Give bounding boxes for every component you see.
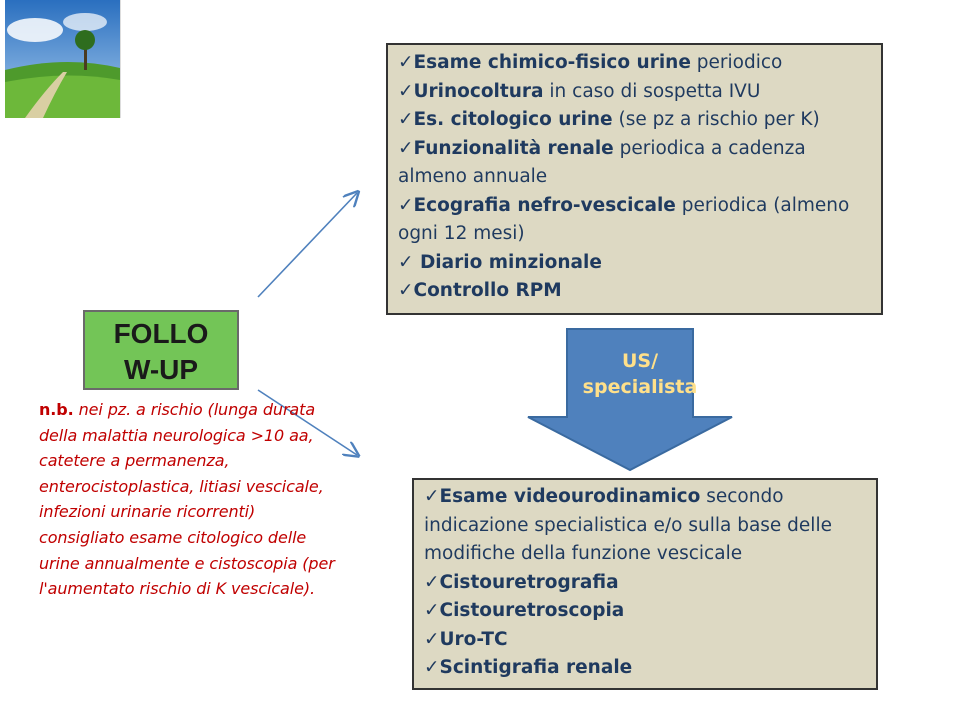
item-detail: periodico xyxy=(690,52,783,73)
check-icon: ✓ xyxy=(424,628,440,650)
item-detail: periodica (almeno ogni 12 mesi) xyxy=(398,194,850,245)
check-icon: ✓ xyxy=(424,657,440,678)
arrow-label-line2: specialista xyxy=(582,376,698,398)
check-icon: ✓ xyxy=(398,109,414,130)
checklist-item: ✓ Diario minzionale xyxy=(398,249,873,278)
item-title: Ecografia nefro-vescicale xyxy=(413,194,676,216)
checklist-item: ✓Urinocoltura in caso di sospetta IVU xyxy=(398,78,873,107)
check-icon: ✓ xyxy=(398,194,414,216)
arrow-label: US/ specialista xyxy=(560,348,720,400)
item-title: Esame videourodinamico xyxy=(439,486,701,507)
checklist-item: ✓Controllo RPM xyxy=(398,277,873,306)
check-icon: ✓ xyxy=(424,600,440,621)
checklist-item: ✓Cistouretroscopia xyxy=(424,597,868,626)
arrow-to-bottom-box xyxy=(257,389,357,455)
item-detail: in caso di sospetta IVU xyxy=(543,80,761,102)
arrow-label-line1: US/ xyxy=(621,350,659,372)
item-title: Cistouretroscopia xyxy=(439,600,625,621)
risk-note: n.b. nei pz. a rischio (lunga durata del… xyxy=(39,397,339,602)
check-icon: ✓ xyxy=(398,251,420,273)
checklist-item: ✓Cistouretrografia xyxy=(424,569,868,598)
check-icon: ✓ xyxy=(424,571,440,593)
follow-up-label: FOLLOW-UP xyxy=(113,318,209,385)
check-icon: ✓ xyxy=(424,486,440,507)
landscape-photo xyxy=(5,0,121,118)
item-title: Scintigrafia renale xyxy=(439,657,633,678)
checklist-item: ✓Scintigrafia renale xyxy=(424,654,868,683)
down-arrow xyxy=(527,328,733,472)
follow-up-box: FOLLOW-UP xyxy=(83,310,239,390)
item-title: Cistouretrografia xyxy=(439,571,619,593)
item-detail: (se pz a rischio per K) xyxy=(612,109,820,130)
note-lead: n.b. xyxy=(39,400,74,419)
arrow-to-top-box xyxy=(257,193,357,298)
item-title: Uro-TC xyxy=(439,628,508,650)
note-text: nei pz. a rischio (lunga durata della ma… xyxy=(39,400,335,599)
check-icon: ✓ xyxy=(398,80,414,102)
item-title: Controllo RPM xyxy=(413,280,562,301)
check-icon: ✓ xyxy=(398,280,414,301)
item-title: Es. citologico urine xyxy=(413,109,613,130)
item-detail: secondo indicazione specialistica e/o su… xyxy=(424,486,832,564)
checklist-item: ✓Es. citologico urine (se pz a rischio p… xyxy=(398,106,873,135)
item-title: Funzionalità renale xyxy=(413,137,614,159)
checklist-item: ✓Funzionalità renale periodica a cadenza… xyxy=(398,135,873,192)
checklist-item: ✓Esame videourodinamico secondo indicazi… xyxy=(424,483,868,569)
item-detail: periodica a cadenza almeno annuale xyxy=(398,137,806,188)
item-title: Esame chimico-fisico urine xyxy=(413,52,691,73)
specialist-tests-box: ✓Esame videourodinamico secondo indicazi… xyxy=(412,478,878,690)
check-icon: ✓ xyxy=(398,52,414,73)
checklist-item: ✓Uro-TC xyxy=(424,626,868,655)
item-title: Diario minzionale xyxy=(419,251,602,273)
periodic-tests-box: ✓Esame chimico-fisico urine periodico✓Ur… xyxy=(386,43,883,315)
check-icon: ✓ xyxy=(398,137,414,159)
checklist-item: ✓Esame chimico-fisico urine periodico xyxy=(398,49,873,78)
checklist-item: ✓Ecografia nefro-vescicale periodica (al… xyxy=(398,192,873,249)
item-title: Urinocoltura xyxy=(413,80,544,102)
